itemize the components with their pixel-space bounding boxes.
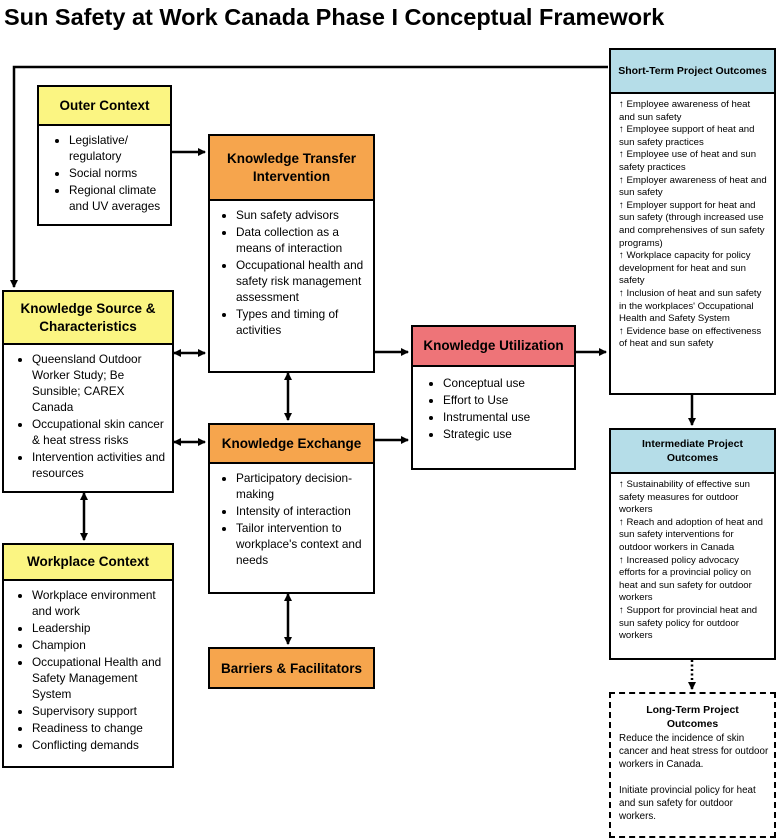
list-item: Occupational skin cancer & heat stress r…: [32, 416, 166, 448]
long-term-outcomes-box: Long-Term Project Outcomes Reduce the in…: [609, 692, 776, 838]
outer-context-title: Outer Context: [39, 87, 170, 126]
list-item: ↑ Employer awareness of heat and sun saf…: [619, 174, 767, 199]
knowledge-source-list: Queensland Outdoor Worker Study; Be Suns…: [4, 345, 172, 486]
knowledge-source-box: Knowledge Source & Characteristics Queen…: [2, 290, 174, 493]
barriers-facilitators-title: Barriers & Facilitators: [220, 660, 363, 676]
list-item: Occupational health and safety risk mana…: [236, 257, 367, 305]
list-item: Leadership: [32, 620, 166, 636]
list-item: Effort to Use: [443, 392, 568, 408]
list-item: ↑ Employer support for heat and sun safe…: [619, 199, 765, 249]
list-item: Social norms: [69, 165, 164, 181]
list-item: Queensland Outdoor Worker Study; Be Suns…: [32, 351, 166, 415]
list-item: ↑ Employee use of heat and sun safety pr…: [619, 149, 757, 173]
knowledge-transfer-list: Sun safety advisors Data collection as a…: [210, 201, 373, 343]
workplace-context-list: Workplace environment and work Leadershi…: [4, 581, 172, 758]
list-item: Sun safety advisors: [236, 207, 367, 223]
list-item: Readiness to change: [32, 720, 166, 736]
knowledge-utilization-title: Knowledge Utilization: [413, 327, 574, 367]
knowledge-exchange-list: Participatory decision-making Intensity …: [210, 464, 373, 573]
knowledge-transfer-box: Knowledge Transfer Intervention Sun safe…: [208, 134, 375, 373]
knowledge-exchange-box: Knowledge Exchange Participatory decisio…: [208, 423, 375, 594]
list-item: ↑ Evidence base on effectiveness of heat…: [619, 325, 762, 350]
list-item: Legislative/ regulatory: [69, 132, 164, 164]
list-item: Data collection as a means of interactio…: [236, 224, 367, 256]
list-item: ↑ Inclusion of heat and sun safety in th…: [619, 287, 762, 325]
knowledge-transfer-title: Knowledge Transfer Intervention: [210, 136, 373, 201]
list-item: ↑ Workplace capacity for policy developm…: [619, 250, 751, 287]
intermediate-outcomes-title: Intermediate Project Outcomes: [611, 430, 774, 474]
long-term-outcome-1: Reduce the incidence of skin cancer and …: [619, 733, 769, 771]
list-item: ↑ Sustainability of effective sun safety…: [619, 479, 751, 516]
list-item: Workplace environment and work: [32, 587, 166, 619]
outer-context-list: Legislative/ regulatory Social norms Reg…: [39, 126, 170, 219]
workplace-context-box: Workplace Context Workplace environment …: [2, 543, 174, 768]
list-item: Intervention activities and resources: [32, 449, 166, 481]
long-term-outcomes-title: Long-Term Project Outcomes: [646, 704, 739, 730]
list-item: Strategic use: [443, 426, 568, 442]
list-item: Conflicting demands: [32, 737, 166, 753]
knowledge-utilization-list: Conceptual use Effort to Use Instrumenta…: [413, 367, 574, 447]
list-item: ↑ Reach and adoption of heat and sun saf…: [619, 516, 764, 553]
list-item: Champion: [32, 637, 166, 653]
list-item: Occupational Health and Safety Managemen…: [32, 654, 166, 702]
list-item: ↑ Increased policy advocacy efforts for …: [619, 554, 752, 604]
list-item: Types and timing of activities: [236, 306, 367, 338]
knowledge-source-title: Knowledge Source & Characteristics: [4, 292, 172, 345]
list-item: ↑ Employee support of heat and sun safet…: [619, 124, 755, 148]
list-item: Tailor intervention to workplace's conte…: [236, 520, 367, 568]
list-item: ↑ Support for provincial heat and sun sa…: [619, 604, 758, 642]
knowledge-utilization-box: Knowledge Utilization Conceptual use Eff…: [411, 325, 576, 470]
long-term-outcome-2: Initiate provincial policy for heat and …: [619, 785, 756, 823]
outer-context-box: Outer Context Legislative/ regulatory So…: [37, 85, 172, 226]
intermediate-outcomes-box: Intermediate Project Outcomes ↑ Sustaina…: [609, 428, 776, 660]
list-item: Supervisory support: [32, 703, 166, 719]
intermediate-outcomes-list: ↑ Sustainability of effective sun safety…: [611, 474, 774, 647]
list-item: Conceptual use: [443, 375, 568, 391]
list-item: Regional climate and UV averages: [69, 182, 164, 214]
knowledge-exchange-title: Knowledge Exchange: [210, 425, 373, 464]
short-term-outcomes-title: Short-Term Project Outcomes: [611, 50, 774, 94]
barriers-facilitators-box: Barriers & Facilitators: [208, 647, 375, 689]
list-item: Instrumental use: [443, 409, 568, 425]
list-item: Intensity of interaction: [236, 503, 367, 519]
list-item: ↑ Employee awareness of heat and sun saf…: [619, 99, 751, 123]
page-title: Sun Safety at Work Canada Phase I Concep…: [4, 4, 665, 30]
short-term-outcomes-list: ↑ Employee awareness of heat and sun saf…: [611, 94, 774, 355]
short-term-outcomes-box: Short-Term Project Outcomes ↑ Employee a…: [609, 48, 776, 395]
workplace-context-title: Workplace Context: [4, 545, 172, 581]
list-item: Participatory decision-making: [236, 470, 367, 502]
